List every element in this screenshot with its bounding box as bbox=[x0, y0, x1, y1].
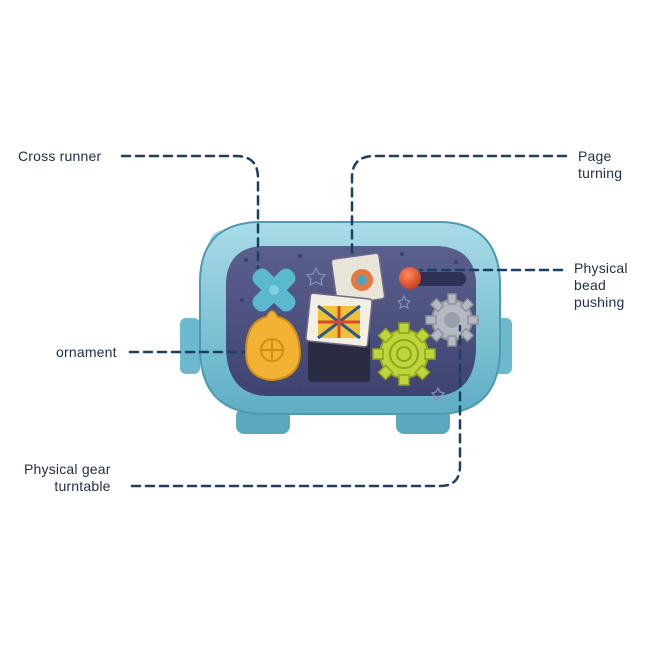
callout-gear-line-2: turntable bbox=[54, 478, 111, 494]
screw-dots bbox=[240, 252, 462, 392]
leader-gear-turntable bbox=[130, 324, 462, 488]
callout-page-turning-line-2: turning bbox=[578, 165, 623, 181]
page-turning-piece bbox=[305, 252, 386, 348]
leader-cross-runner bbox=[120, 154, 260, 270]
ornament-piece bbox=[244, 310, 302, 382]
callout-page-turning: Page turning bbox=[578, 148, 622, 182]
callout-physical-bead-pushing: Physical bead pushing bbox=[574, 260, 628, 311]
callout-page-turning-line-1: Page bbox=[578, 148, 612, 164]
callout-bead-line-1: Physical bbox=[574, 260, 628, 276]
leader-lines bbox=[120, 154, 568, 488]
callout-bead-line-3: pushing bbox=[574, 294, 625, 310]
callout-cross-runner: Cross runner bbox=[18, 148, 101, 165]
callout-cross-runner-text: Cross runner bbox=[18, 148, 102, 164]
cross-runner-piece bbox=[252, 268, 296, 312]
busy-board-toy bbox=[180, 221, 512, 434]
callout-ornament: ornament bbox=[56, 344, 117, 361]
callout-physical-gear-turntable: Physical gear turntable bbox=[24, 461, 111, 495]
bead-pushing-piece bbox=[399, 267, 466, 289]
gear-turntable-piece bbox=[372, 293, 479, 386]
callout-gear-line-1: Physical gear bbox=[24, 461, 111, 477]
leader-page-turning bbox=[350, 154, 568, 260]
callout-bead-line-2: bead bbox=[574, 277, 606, 293]
star-decorations bbox=[305, 266, 446, 402]
left-handle bbox=[180, 318, 200, 374]
callout-ornament-text: ornament bbox=[56, 344, 117, 360]
